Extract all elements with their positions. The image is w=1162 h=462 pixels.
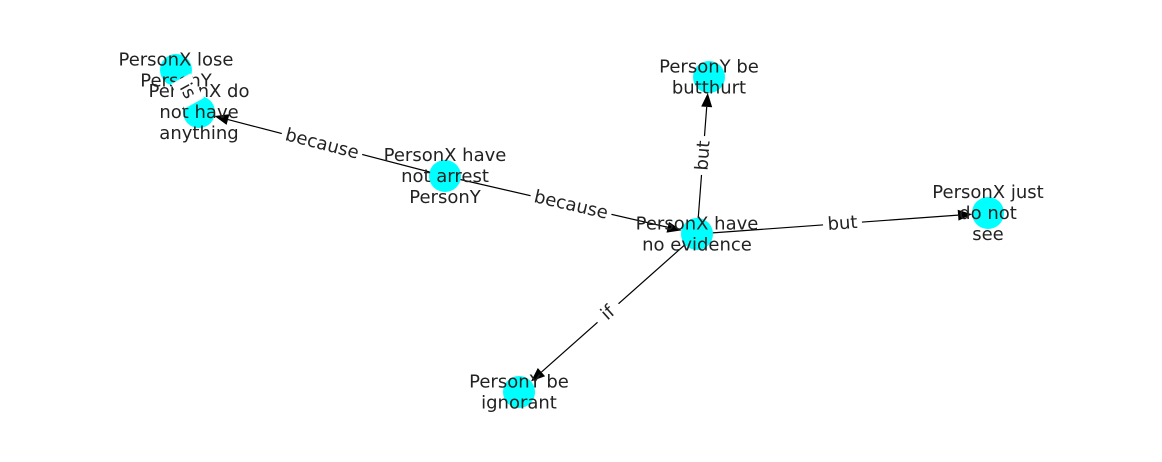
node-label-line: PersonX have <box>636 214 759 235</box>
node-label-line: see <box>972 224 1004 245</box>
edge-arrowhead-n_center-n_see <box>957 209 972 221</box>
edge-arrowhead-n_center-n_ignorant <box>531 368 546 382</box>
edge-label-group-n_center-n_butthurt: but <box>690 135 716 176</box>
edge-label-background <box>528 184 614 226</box>
edge-arrowhead-n_arrest-n_anything <box>214 114 230 125</box>
edge-label-background <box>590 295 626 331</box>
node-label-line: PersonY <box>409 187 481 208</box>
edge-arrowhead-n_arrest-n_center <box>666 221 682 233</box>
edge-label-background <box>690 135 716 176</box>
edge-label: but <box>827 212 858 235</box>
edge-label: because <box>283 124 361 163</box>
edge-label-background <box>822 211 863 236</box>
node-label-line: not have <box>159 102 238 123</box>
node-label-line: ignorant <box>481 393 557 414</box>
edge-label-background <box>279 122 365 166</box>
node-label-line: PersonY be <box>469 372 569 393</box>
node-label-line: PersonX have <box>384 145 507 166</box>
edge-label-group-n_center-n_ignorant: if <box>590 295 626 331</box>
edge-label: because <box>532 186 610 223</box>
edge-arrowhead-n_center-n_butthurt <box>701 93 713 108</box>
node-n_center <box>681 218 713 250</box>
node-label-line: not arrest <box>401 166 489 187</box>
node-n_ignorant <box>503 376 535 408</box>
edge-label-group-n_arrest-n_center: because <box>528 184 614 226</box>
node-n_see <box>972 197 1004 229</box>
node-label-line: PersonX lose <box>118 50 233 71</box>
node-n_butthurt <box>693 61 725 93</box>
edge-label-background <box>171 73 204 109</box>
node-label-line: PersonY be <box>659 57 759 78</box>
edge-labels-layer: because because but but if is <box>171 73 863 331</box>
edge-label-group-n_anything-n_lose: is <box>171 73 204 109</box>
node-label-line: do not <box>959 203 1017 224</box>
edge-label: but <box>691 140 714 171</box>
edge-label-group-n_center-n_see: but <box>822 211 863 236</box>
node-label-line: PersonX just <box>932 182 1043 203</box>
node-n_arrest <box>429 160 461 192</box>
node-label-line: anything <box>159 123 238 144</box>
edge-line-n_center-n_ignorant <box>541 233 698 373</box>
edge-label-group-n_arrest-n_anything: because <box>279 122 365 166</box>
node-label-line: butthurt <box>672 78 746 99</box>
node-label-line: no evidence <box>642 235 752 256</box>
nodes-layer <box>160 54 1004 408</box>
